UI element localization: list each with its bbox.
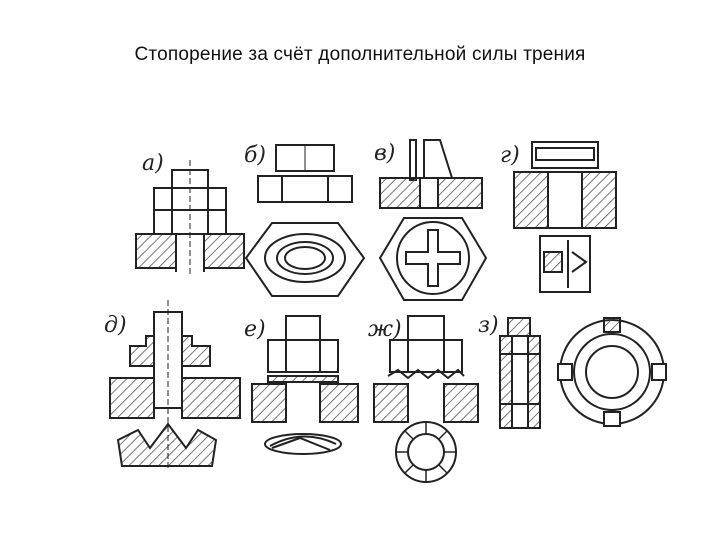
panel-z-label: з) [478,313,499,338]
panel-d-label: д) [104,313,127,338]
panel-b-oval-nut: б) [244,143,366,297]
panel-e-spring-washer: е) [244,315,359,455]
panel-a-double-nut: а) [135,151,245,276]
panel-d-tab-washer: д) [104,300,241,470]
panel-b-label: б) [244,143,266,168]
panel-zh-label: ж) [368,317,402,342]
panel-e-label: е) [244,317,266,342]
panel-a-label: а) [142,151,164,176]
panel-v-label: в) [374,141,395,166]
panel-v-slotted-nut: в) [374,139,488,301]
panel-g-insert-nut: г) [500,141,617,293]
panel-g-label: г) [500,143,520,168]
panel-zh-toothed-washer: ж) [368,315,479,483]
slide-title: Стопорение за счёт дополнительной силы т… [134,44,586,65]
panel-z-slotted-round-nut: з) [478,313,667,429]
